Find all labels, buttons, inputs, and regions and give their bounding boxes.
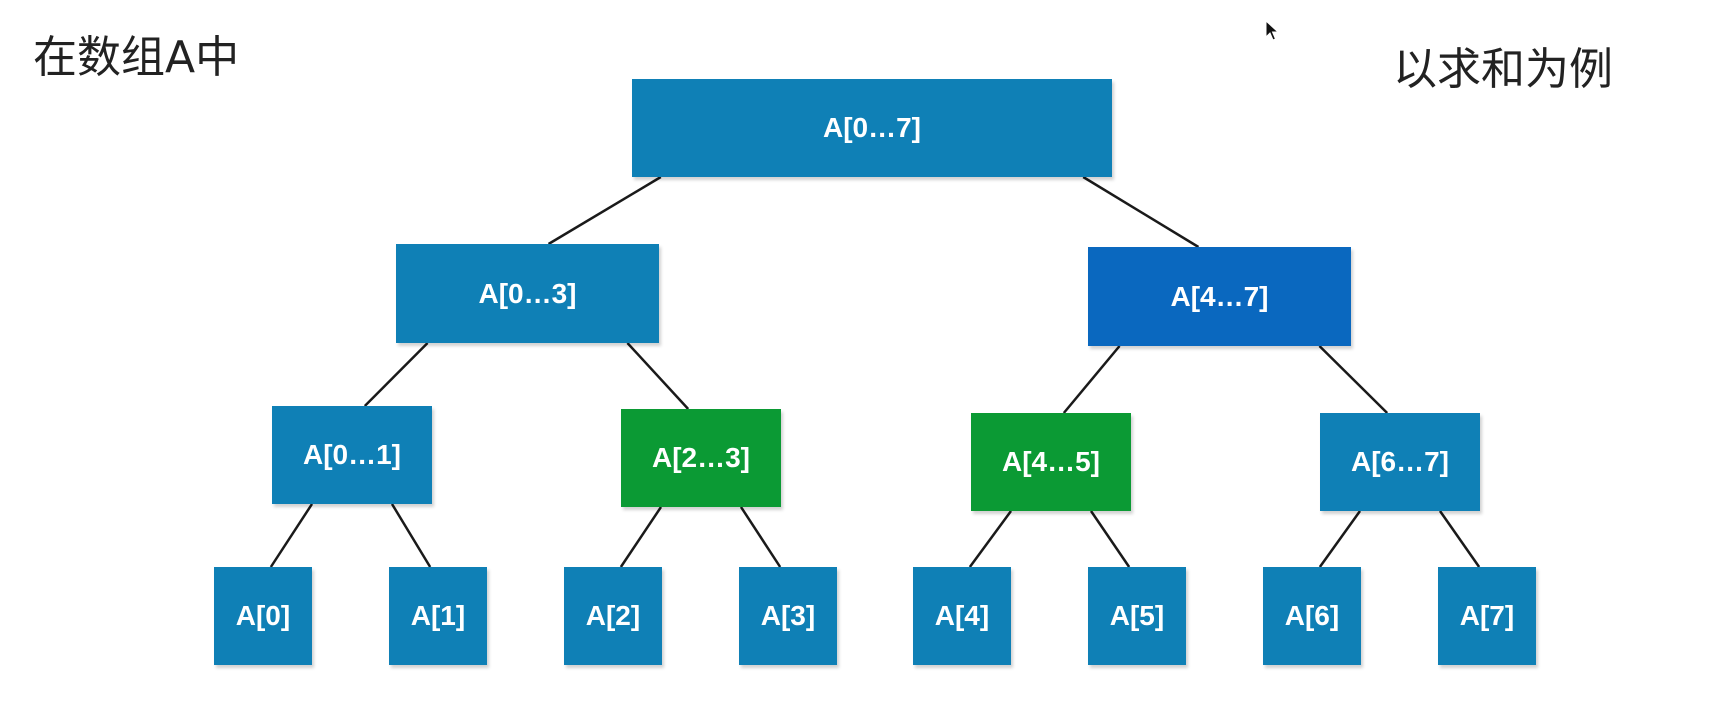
node-level2-0: A[0…1] (272, 406, 432, 504)
node-level1-0-label: A[0…3] (478, 277, 577, 309)
node-root-label: A[0…7] (822, 112, 921, 143)
node-level2-2-label: A[4…5] (1001, 446, 1100, 477)
tree-edge-11 (1089, 510, 1131, 568)
tree-edge-12 (1318, 510, 1362, 568)
node-level2-3: A[6…7] (1320, 413, 1480, 511)
node-leaf-5-label: A[5] (1109, 600, 1165, 631)
node-level2-1-label: A[2…3] (651, 442, 750, 473)
node-leaf-7-label: A[7] (1459, 600, 1515, 631)
tree-edge-10 (968, 510, 1013, 568)
tree-edge-5 (1318, 345, 1389, 414)
node-leaf-1-label: A[1] (410, 600, 466, 631)
tree-edge-13 (1438, 510, 1481, 568)
node-level2-1: A[2…3] (621, 409, 781, 507)
node-leaf-7: A[7] (1438, 567, 1536, 665)
caption-right: 以求和为例 (1393, 44, 1613, 95)
node-level2-2: A[4…5] (971, 413, 1131, 511)
node-leaf-3-label: A[3] (760, 600, 816, 631)
tree-edge-9 (739, 506, 782, 568)
node-level2-0-label: A[0…1] (302, 439, 401, 470)
tree-edge-8 (619, 506, 663, 568)
node-leaf-1: A[1] (389, 567, 487, 665)
tree-edge-3 (626, 342, 690, 410)
tree-edge-2 (363, 342, 429, 407)
node-level1-1: A[4…7] (1088, 247, 1351, 346)
node-leaf-6: A[6] (1263, 567, 1361, 665)
tree-edge-0 (547, 175, 662, 246)
node-level1-1-label: A[4…7] (1170, 280, 1269, 312)
node-leaf-4-label: A[4] (934, 600, 990, 631)
node-leaf-4: A[4] (913, 567, 1011, 665)
node-leaf-5: A[5] (1088, 567, 1186, 665)
node-level1-0: A[0…3] (396, 244, 659, 343)
tree-edge-7 (390, 503, 432, 568)
node-root: A[0…7] (632, 79, 1112, 177)
node-leaf-2: A[2] (564, 567, 662, 665)
node-leaf-0-label: A[0] (235, 600, 291, 631)
node-leaf-2-label: A[2] (585, 600, 641, 631)
tree-edge-6 (269, 503, 314, 568)
node-leaf-6-label: A[6] (1284, 600, 1340, 631)
tree-edge-4 (1062, 345, 1121, 414)
caption-left: 在数组A中 (33, 32, 240, 83)
node-leaf-3: A[3] (739, 567, 837, 665)
tree-edge-1 (1082, 175, 1200, 249)
mouse-cursor-icon (1265, 20, 1280, 41)
node-level2-3-label: A[6…7] (1350, 446, 1449, 477)
node-leaf-0: A[0] (214, 567, 312, 665)
